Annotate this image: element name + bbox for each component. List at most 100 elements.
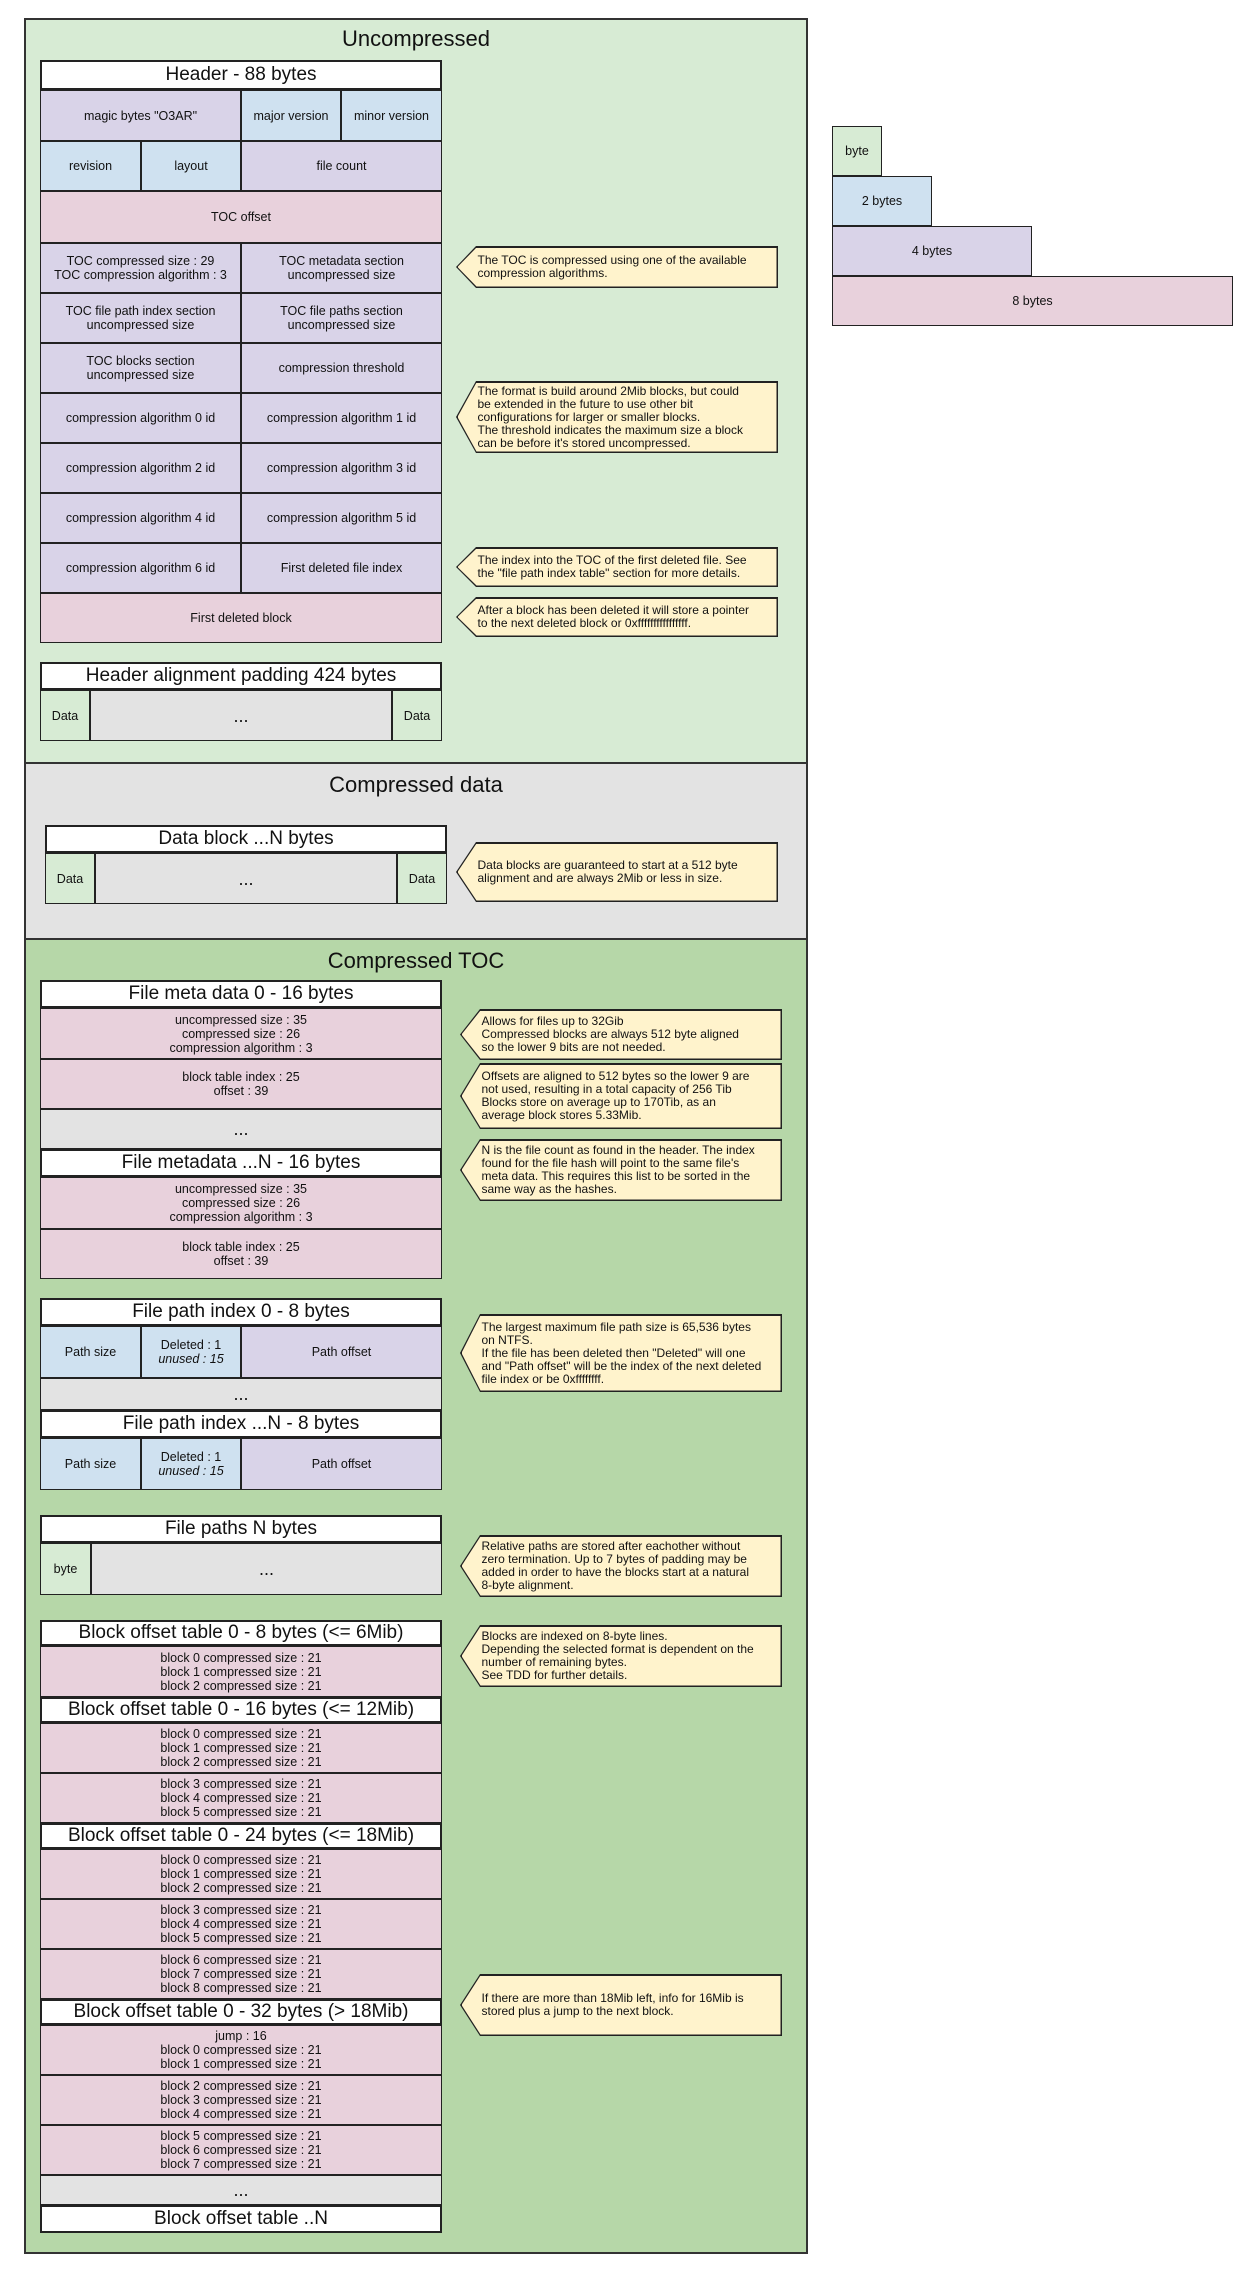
note-text: Offsets are aligned to 512 bytes so the …	[461, 1064, 781, 1128]
note-blocks-threshold: The format is build around 2Mib blocks, …	[456, 381, 778, 453]
block-table-dots: ...	[40, 2175, 442, 2205]
file-meta-sizes-n: uncompressed size : 35 compressed size :…	[40, 1177, 442, 1229]
deleted-cell-0: Deleted : 1 unused : 15	[141, 1326, 241, 1378]
header-title: Header - 88 bytes	[40, 60, 442, 90]
note-text: The TOC is compressed using one of the a…	[457, 247, 777, 287]
toc-file-path-index-size-cell: TOC file path index section uncompressed…	[40, 293, 241, 343]
path-size-cell-n: Path size	[40, 1438, 141, 1490]
unused-label: unused : 15	[158, 1352, 224, 1366]
block-table-32-row-2: block 2 compressed size : 21 block 3 com…	[40, 2075, 442, 2125]
note-offsets: Offsets are aligned to 512 bytes so the …	[460, 1063, 782, 1129]
block-table-18mib-row-3: block 6 compressed size : 21 block 7 com…	[40, 1949, 442, 1999]
compression-algorithm-2-cell: compression algorithm 2 id	[40, 443, 241, 493]
block-table-32-row-3: block 5 compressed size : 21 block 6 com…	[40, 2125, 442, 2175]
file-meta-title-n: File metadata ...N - 16 bytes	[40, 1149, 442, 1177]
note-block-indexing: Blocks are indexed on 8-byte lines. Depe…	[460, 1625, 782, 1687]
note-text: N is the file count as found in the head…	[461, 1140, 781, 1200]
block-table-18mib-title: Block offset table 0 - 24 bytes (<= 18Mi…	[40, 1823, 442, 1849]
note-deleted-file: The index into the TOC of the first dele…	[456, 547, 778, 587]
major-version-cell: major version	[241, 90, 341, 141]
magic-bytes-cell: magic bytes "O3AR"	[40, 90, 241, 141]
path-index-title-n: File path index ...N - 8 bytes	[40, 1410, 442, 1438]
toc-compressed-size-cell: TOC compressed size : 29 TOC compression…	[40, 243, 241, 293]
file-paths-byte-cell: byte	[40, 1543, 91, 1595]
note-text: Blocks are indexed on 8-byte lines. Depe…	[461, 1626, 781, 1686]
path-index-dots: ...	[40, 1378, 442, 1410]
padding-data-right: Data	[392, 690, 442, 741]
path-offset-cell-0: Path offset	[241, 1326, 442, 1378]
compression-algorithm-0-cell: compression algorithm 0 id	[40, 393, 241, 443]
note-deleted-block: After a block has been deleted it will s…	[456, 597, 778, 637]
block-table-6mib-title: Block offset table 0 - 8 bytes (<= 6Mib)	[40, 1620, 442, 1646]
file-meta-block-n: block table index : 25 offset : 39	[40, 1229, 442, 1279]
padding-data-left: Data	[40, 690, 90, 741]
compression-algorithm-1-cell: compression algorithm 1 id	[241, 393, 442, 443]
path-size-cell-0: Path size	[40, 1326, 141, 1378]
toc-offset-cell: TOC offset	[40, 191, 442, 243]
deleted-cell-n: Deleted : 1 unused : 15	[141, 1438, 241, 1490]
section-title-compressed-toc: Compressed TOC	[327, 948, 505, 973]
legend-2-bytes: 2 bytes	[832, 176, 932, 226]
file-meta-sizes-0: uncompressed size : 35 compressed size :…	[40, 1008, 442, 1059]
minor-version-cell: minor version	[341, 90, 442, 141]
note-text: Allows for files up to 32Gib Compressed …	[461, 1010, 781, 1059]
note-more-than-18mib: If there are more than 18Mib left, info …	[460, 1974, 782, 2036]
legend-8-bytes: 8 bytes	[832, 276, 1233, 326]
note-path-size: The largest maximum file path size is 65…	[460, 1314, 782, 1392]
legend-byte: byte	[832, 126, 882, 176]
note-text: After a block has been deleted it will s…	[457, 598, 777, 636]
toc-blocks-size-cell: TOC blocks section uncompressed size	[40, 343, 241, 393]
revision-cell: revision	[40, 141, 141, 191]
compression-algorithm-4-cell: compression algorithm 4 id	[40, 493, 241, 543]
note-text: Relative paths are stored after eachothe…	[461, 1536, 781, 1596]
block-table-32-row-1: jump : 16 block 0 compressed size : 21 b…	[40, 2025, 442, 2075]
note-file-count: N is the file count as found in the head…	[460, 1139, 782, 1201]
file-meta-title-0: File meta data 0 - 16 bytes	[40, 980, 442, 1008]
data-block-data-right: Data	[397, 853, 447, 904]
block-table-n-title: Block offset table ..N	[40, 2205, 442, 2233]
section-title-compressed-data: Compressed data	[329, 772, 503, 797]
compression-algorithm-6-cell: compression algorithm 6 id	[40, 543, 241, 593]
block-table-32-title: Block offset table 0 - 32 bytes (> 18Mib…	[40, 1999, 442, 2025]
path-index-title-0: File path index 0 - 8 bytes	[40, 1298, 442, 1326]
first-deleted-file-index-cell: First deleted file index	[241, 543, 442, 593]
layout-cell: layout	[141, 141, 241, 191]
compression-algorithm-3-cell: compression algorithm 3 id	[241, 443, 442, 493]
note-text: The format is build around 2Mib blocks, …	[457, 382, 777, 452]
path-offset-cell-n: Path offset	[241, 1438, 442, 1490]
padding-title: Header alignment padding 424 bytes	[40, 662, 442, 690]
padding-dots: ...	[90, 690, 392, 741]
note-text: If there are more than 18Mib left, info …	[461, 1975, 781, 2035]
note-toc-compression: The TOC is compressed using one of the a…	[456, 246, 778, 288]
data-block-dots: ...	[95, 853, 397, 904]
section-title-uncompressed: Uncompressed	[342, 26, 490, 51]
block-table-18mib-row-2: block 3 compressed size : 21 block 4 com…	[40, 1899, 442, 1949]
file-meta-block-0: block table index : 25 offset : 39	[40, 1059, 442, 1109]
file-meta-dots: ...	[40, 1109, 442, 1149]
note-text: The largest maximum file path size is 65…	[461, 1315, 781, 1391]
deleted-label: Deleted : 1	[160, 1338, 222, 1352]
note-data-blocks: Data blocks are guaranteed to start at a…	[456, 842, 778, 902]
block-table-18mib-row-1: block 0 compressed size : 21 block 1 com…	[40, 1849, 442, 1899]
toc-file-paths-size-cell: TOC file paths section uncompressed size	[241, 293, 442, 343]
toc-metadata-size-cell: TOC metadata section uncompressed size	[241, 243, 442, 293]
first-deleted-block-cell: First deleted block	[40, 593, 442, 643]
block-table-12mib-row-1: block 0 compressed size : 21 block 1 com…	[40, 1723, 442, 1773]
block-table-6mib-row-1: block 0 compressed size : 21 block 1 com…	[40, 1646, 442, 1697]
unused-label: unused : 15	[158, 1464, 224, 1478]
note-text: Data blocks are guaranteed to start at a…	[457, 843, 777, 901]
data-block-data-left: Data	[45, 853, 95, 904]
legend-4-bytes: 4 bytes	[832, 226, 1032, 276]
compression-algorithm-5-cell: compression algorithm 5 id	[241, 493, 442, 543]
file-count-cell: file count	[241, 141, 442, 191]
compression-threshold-cell: compression threshold	[241, 343, 442, 393]
block-table-12mib-row-2: block 3 compressed size : 21 block 4 com…	[40, 1773, 442, 1823]
block-table-12mib-title: Block offset table 0 - 16 bytes (<= 12Mi…	[40, 1697, 442, 1723]
note-relative-paths: Relative paths are stored after eachothe…	[460, 1535, 782, 1597]
file-paths-title: File paths N bytes	[40, 1515, 442, 1543]
note-text: The index into the TOC of the first dele…	[457, 548, 777, 586]
file-paths-dots: ...	[91, 1543, 442, 1595]
deleted-label: Deleted : 1	[160, 1450, 222, 1464]
note-files-32gib: Allows for files up to 32Gib Compressed …	[460, 1009, 782, 1060]
data-block-title: Data block ...N bytes	[45, 825, 447, 853]
